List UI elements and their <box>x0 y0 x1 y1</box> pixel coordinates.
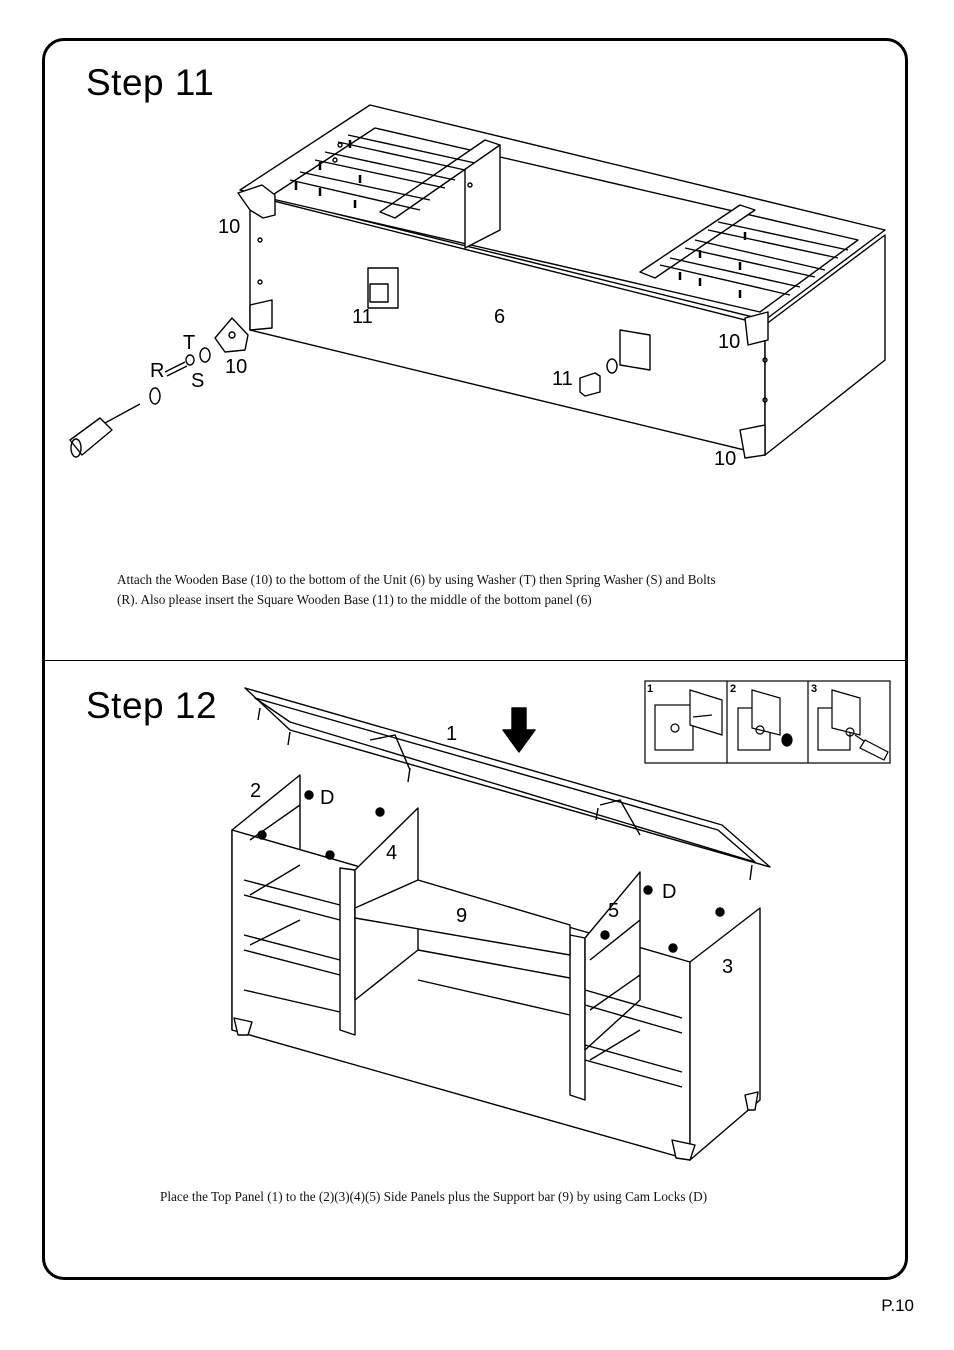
part-11-label: 11 <box>352 306 373 328</box>
part-2-label: 2 <box>250 780 262 802</box>
step-12-caption: Place the Top Panel (1) to the (2)(3)(4)… <box>160 1189 708 1204</box>
step-divider <box>42 660 908 661</box>
step-12-title: Step 12 <box>86 685 218 726</box>
part-10-label: 10 <box>225 356 248 378</box>
part-1-label: 1 <box>446 723 458 745</box>
part-11-label: 11 <box>552 368 573 390</box>
page-number: P.10 <box>881 1296 914 1315</box>
part-10-label: 10 <box>714 448 737 470</box>
part-10-label: 10 <box>218 216 241 238</box>
step-11-title: Step 11 <box>86 62 215 103</box>
cam-lock-d-label: D <box>662 881 677 903</box>
part-3-label: 3 <box>722 956 734 978</box>
inset-step-number: 3 <box>811 683 818 695</box>
step-11-caption-line-2: (R). Also please insert the Square Woode… <box>117 592 592 607</box>
part-4-label: 4 <box>386 842 398 864</box>
bolt-r-label: R <box>150 360 165 382</box>
part-5-label: 5 <box>608 900 620 922</box>
spring-washer-s-label: S <box>191 370 205 392</box>
washer-t-label: T <box>183 332 196 354</box>
inset-step-number: 2 <box>730 683 737 695</box>
part-6-label: 6 <box>494 306 506 328</box>
page-frame <box>42 38 908 1280</box>
part-9-label: 9 <box>456 905 468 927</box>
step-11-caption-line-1: Attach the Wooden Base (10) to the botto… <box>117 572 716 587</box>
part-10-label: 10 <box>718 331 741 353</box>
cam-lock-d-label: D <box>320 787 335 809</box>
inset-step-number: 1 <box>647 683 654 695</box>
